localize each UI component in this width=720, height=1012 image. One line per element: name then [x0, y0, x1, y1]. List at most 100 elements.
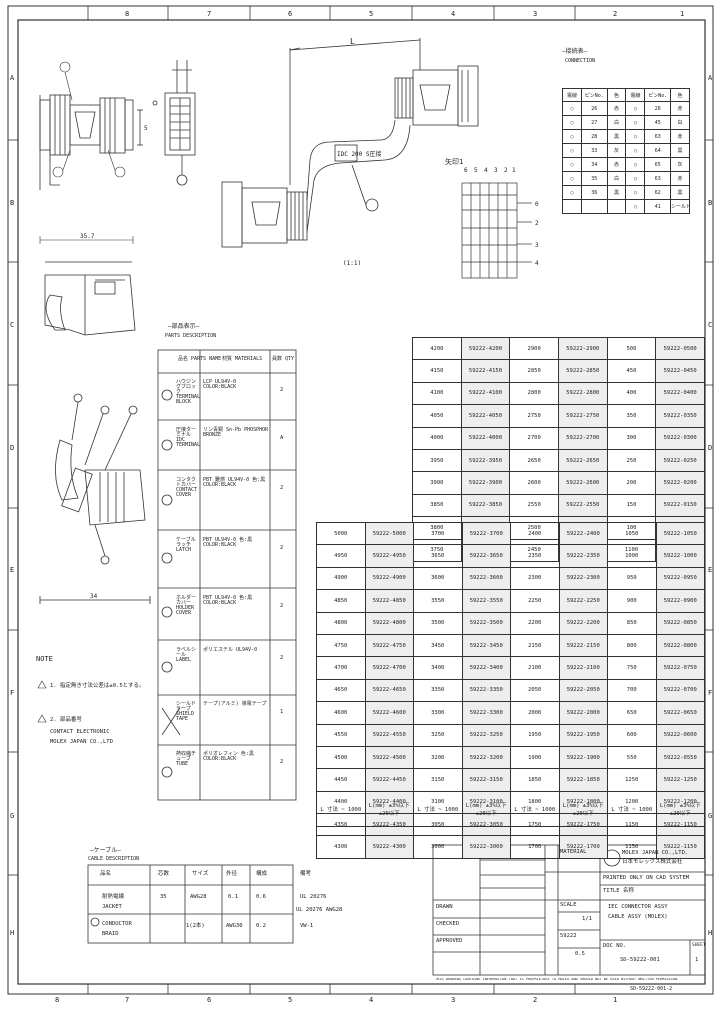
part-qty: 2 — [280, 545, 284, 551]
conn-cell: 26 — [644, 101, 672, 116]
col-label: 5 — [288, 996, 292, 1004]
part-material: LCP UL94V-0 COLOR:BLACK — [203, 379, 237, 390]
cable-subtitle: CABLE DESCRIPTION — [88, 856, 139, 862]
part-qty: 2 — [280, 485, 284, 491]
connection-title: —接続表— — [562, 47, 588, 55]
length-mm-cell: 2050 — [510, 678, 560, 703]
length-mm-cell: 3700 — [413, 521, 463, 546]
detail-col: 2 — [504, 167, 508, 174]
length-mm-cell: 550 — [607, 745, 657, 770]
cable-header: 芯数 — [158, 871, 170, 877]
conn-header: 色 — [606, 88, 627, 102]
company-name-jp: 日本モレックス株式会社 — [622, 859, 683, 865]
part-number-cell: 59222-4850 — [364, 589, 414, 613]
conn-cell: 65 — [644, 157, 672, 172]
length-mm-cell: 2700 — [509, 426, 559, 450]
proprietary-note: THIS DRAWING CONTAINS INFORMATION THAT I… — [435, 978, 678, 981]
length-mm-cell: 3350 — [413, 678, 463, 703]
part-number-cell: 59222-0800 — [655, 633, 705, 658]
row-label: A — [10, 74, 15, 82]
length-mm-cell: 2150 — [510, 633, 560, 658]
conn-cell: 黒 — [606, 185, 627, 200]
cable-cell: AWG30 — [226, 923, 243, 929]
conn-cell: 27 — [580, 115, 608, 130]
length-mm-cell: 5000 — [316, 521, 366, 546]
length-mm-cell: 2900 — [509, 336, 559, 361]
col-label: 6 — [207, 996, 211, 1004]
part-number-cell: 59222-4200 — [460, 336, 511, 361]
length-mm-cell: 1900 — [510, 745, 560, 770]
part-number-cell: 59222-3650 — [461, 544, 511, 568]
row-label: H — [708, 929, 712, 937]
row-label: B — [10, 199, 14, 207]
connector-front-view — [39, 94, 143, 190]
col-label: 2 — [613, 10, 617, 18]
length-mm-cell: 4500 — [316, 745, 366, 770]
part-number-cell: 59222-1900 — [558, 745, 608, 770]
length-mm-cell: 1250 — [607, 768, 657, 792]
conn-cell: 灰 — [606, 143, 627, 158]
part-number-cell: 59222-0150 — [655, 493, 705, 518]
part-number-cell: 59222-4700 — [364, 656, 414, 680]
length-mm-cell: 850 — [607, 611, 657, 635]
conn-cell: 28 — [580, 129, 608, 144]
dim-34: 34 — [90, 593, 98, 600]
inner-frame — [17, 19, 706, 985]
row-label: E — [708, 566, 712, 574]
length-mm-cell: 3000 — [413, 835, 463, 859]
col-label: 4 — [451, 10, 455, 18]
part-number-cell: 59222-2700 — [557, 426, 608, 450]
col-label: 3 — [451, 996, 455, 1004]
conn-cell: 白 — [606, 171, 627, 186]
conn-cell: 33 — [580, 143, 608, 158]
parts-table-text: 品名 PARTS NAME 材質 MATERIALS 員数 QTY — [178, 355, 294, 362]
part-number-cell: 59222-1050 — [655, 521, 705, 546]
part-number-cell: 59222-2850 — [557, 359, 608, 383]
length-mm-cell: 150 — [606, 493, 657, 518]
dim-357: 35.7 — [80, 233, 95, 240]
part-qty: 2 — [280, 655, 284, 661]
conn-cell: 26 — [580, 101, 608, 116]
cable-cell: JACKET — [102, 904, 122, 910]
row-label: F — [10, 689, 14, 697]
part-number-cell: 59222-0700 — [655, 678, 705, 703]
part-number-cell: 59222-4000 — [460, 426, 511, 450]
parts-subtitle: PARTS DESCRIPTION — [165, 333, 216, 339]
part-qty: 2 — [280, 603, 284, 609]
detail-row: 3 — [535, 242, 539, 249]
parts-header-mat: 材質 MATERIALS — [222, 355, 262, 362]
detail-col: 6 — [464, 167, 468, 174]
conn-cell: 黒 — [670, 185, 690, 200]
length-mm-cell: 4550 — [316, 723, 366, 747]
part-number-cell: 59222-3700 — [461, 521, 511, 546]
note-item: 2. 部品番号 — [50, 717, 82, 723]
conn-cell: 白 — [606, 115, 627, 130]
length-mm-cell: 2100 — [510, 656, 560, 680]
part-number-cell: 59222-3000 — [461, 835, 511, 859]
length-mm-cell: 2600 — [509, 471, 559, 495]
exploded-view — [39, 393, 151, 604]
length-mm-cell: 2750 — [509, 404, 559, 428]
length-mm-cell: 900 — [607, 589, 657, 613]
length-mm-cell: 1700 — [510, 835, 560, 859]
parts-title: —部品表示— — [168, 322, 200, 330]
detail-row: 4 — [535, 260, 539, 267]
length-mm-cell: 3950 — [412, 448, 462, 473]
length-mm-cell: 2200 — [510, 611, 560, 635]
length-mm-cell: 4900 — [316, 566, 366, 591]
length-mm-cell: 2550 — [509, 493, 559, 518]
length-mm-cell: 3850 — [412, 493, 462, 518]
part-number-cell: 59222-4100 — [460, 381, 511, 406]
conn-cell — [580, 199, 608, 214]
col-label: 7 — [207, 10, 211, 18]
approved-label: APPROVED — [436, 938, 463, 944]
length-mm-cell: 400 — [606, 381, 657, 406]
